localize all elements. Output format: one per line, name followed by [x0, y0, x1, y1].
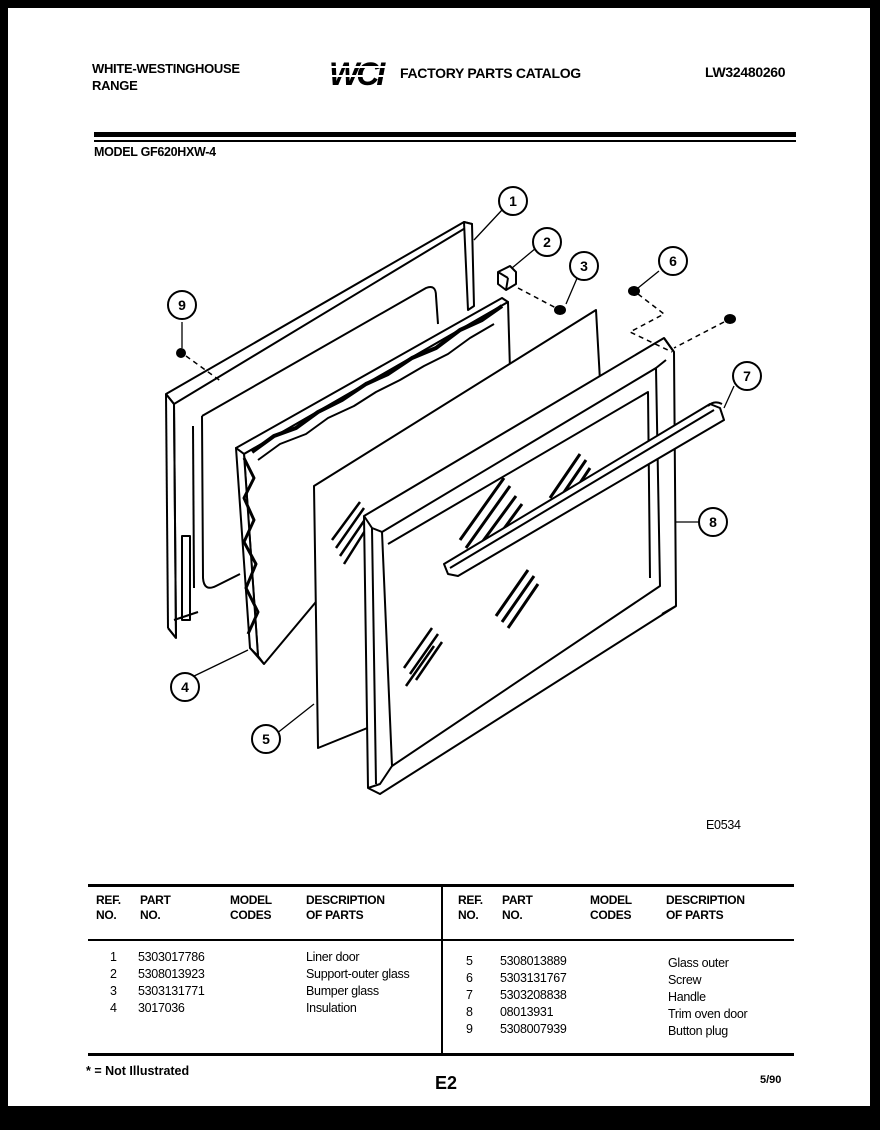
callout-circle-7 — [732, 361, 762, 391]
callout-1: 1 — [509, 193, 517, 209]
callout-4: 4 — [181, 679, 189, 695]
handle-part — [443, 401, 725, 577]
support-outer-glass-part — [497, 265, 517, 291]
parts-table: REF. NO. PART NO. MODEL CODES DESCRIPTIO… — [88, 884, 794, 1056]
callout-circle-8 — [698, 507, 728, 537]
callout-5: 5 — [262, 731, 270, 747]
callout-circle-2 — [532, 227, 562, 257]
callout-3: 3 — [580, 258, 588, 274]
callout-circle-9 — [167, 290, 197, 320]
product-type: RANGE — [92, 78, 138, 93]
callout-circle-4 — [170, 672, 200, 702]
assembly-guide-lines — [185, 287, 725, 383]
header-desc-right: DESCRIPTION OF PARTS — [666, 893, 745, 922]
header-ref-right: REF. NO. — [458, 893, 483, 922]
callout-2: 2 — [543, 234, 551, 250]
header-rule — [94, 132, 796, 137]
callout-circle-5 — [251, 724, 281, 754]
header-ref-left: REF. NO. — [96, 893, 121, 922]
header-part-right: PART NO. — [502, 893, 533, 922]
header-underline-left — [88, 939, 441, 941]
callout-9: 9 — [178, 297, 186, 313]
table-divider — [441, 887, 443, 1053]
button-plug-part — [176, 348, 186, 358]
svg-text:WCI: WCI — [329, 56, 386, 90]
header-model-right: MODEL CODES — [590, 893, 632, 922]
issue-date: 5/90 — [760, 1074, 782, 1086]
callout-circle-1 — [498, 186, 528, 216]
bumper-glass-part — [554, 305, 566, 315]
catalog-page: WHITE-WESTINGHOUSE RANGE WCI FACTORY PAR… — [8, 8, 870, 1106]
liner-door-part — [165, 221, 475, 639]
brand-name: WHITE-WESTINGHOUSE — [92, 61, 240, 76]
figure-code: E0534 — [706, 818, 741, 832]
trim-oven-door-part — [363, 337, 677, 795]
document-number: LW32480260 — [705, 64, 786, 80]
exploded-door-diagram: 1 2 3 4 5 6 7 8 9 — [165, 186, 762, 795]
header-underline-right — [443, 939, 794, 941]
model-number: MODEL GF620HXW-4 — [94, 145, 216, 159]
callout-circle-3 — [569, 251, 599, 281]
catalog-heading: WCI FACTORY PARTS CATALOG — [328, 56, 581, 90]
wci-logo: WCI — [328, 56, 394, 90]
footnote: * = Not Illustrated — [86, 1064, 190, 1078]
screw-part — [628, 286, 736, 324]
header-model-left: MODEL CODES — [230, 893, 272, 922]
header-part-left: PART NO. — [140, 893, 171, 922]
brand-block: WHITE-WESTINGHOUSE RANGE — [92, 60, 240, 94]
header-desc-left: DESCRIPTION OF PARTS — [306, 893, 385, 922]
callout-8: 8 — [709, 514, 717, 530]
callout-6: 6 — [669, 253, 677, 269]
callout-7: 7 — [743, 368, 751, 384]
header-rule-thin — [94, 140, 796, 142]
callout-circle-6 — [658, 246, 688, 276]
callout-leaders — [181, 209, 735, 735]
catalog-title: FACTORY PARTS CATALOG — [400, 64, 581, 81]
page-id: E2 — [435, 1073, 458, 1093]
